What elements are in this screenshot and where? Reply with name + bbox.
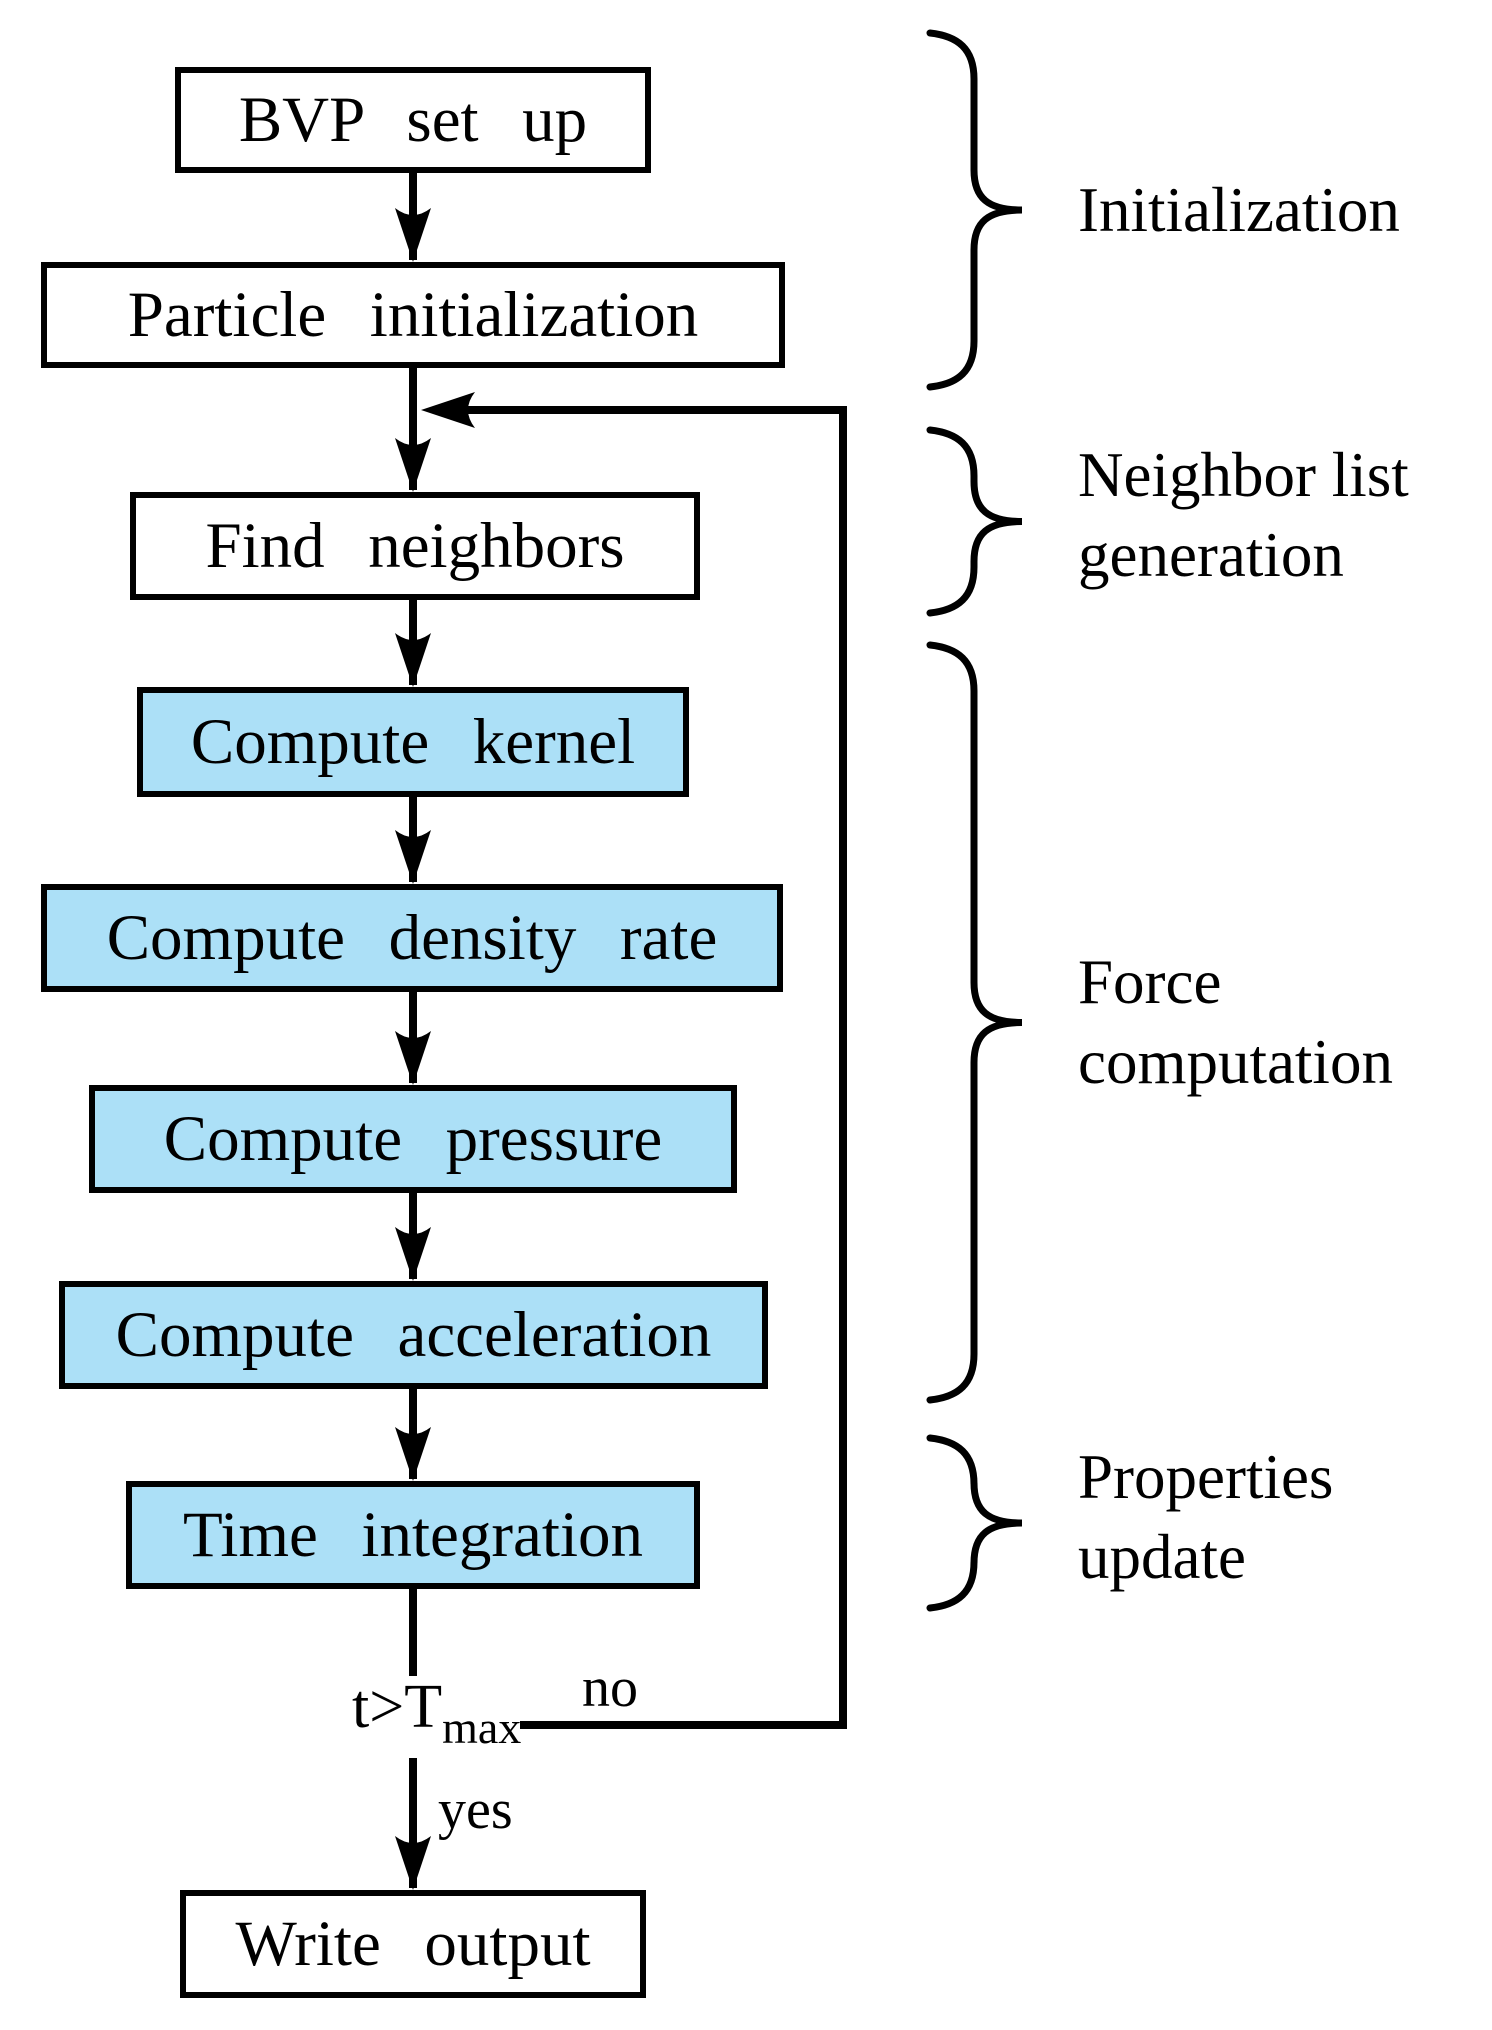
- stage-label-force-computation: Force computation: [1078, 942, 1393, 1102]
- node-compute-kernel: Compute kernel: [137, 687, 689, 797]
- stage-label-force-computation-line1: Force: [1078, 947, 1222, 1017]
- node-compute-acceleration-label: Compute acceleration: [115, 1298, 712, 1371]
- node-find-neighbors: Find neighbors: [130, 492, 700, 600]
- arrowhead-to-particle-init: [395, 208, 431, 262]
- brace-force-computation: [926, 641, 1023, 1404]
- stage-label-neighbor-list-generation: Neighbor list generation: [1078, 435, 1409, 595]
- node-find-neighbors-label: Find neighbors: [205, 509, 625, 582]
- arrowhead-to-acceleration: [395, 1227, 431, 1281]
- node-compute-kernel-label: Compute kernel: [190, 705, 636, 778]
- arrowhead-to-find-neighbors: [395, 438, 431, 492]
- node-particle-initialization: Particle initialization: [41, 262, 785, 368]
- brace-properties-update: [926, 1434, 1023, 1612]
- feedback-loop-line: [463, 406, 847, 1729]
- arrowhead-feedback-merge: [421, 392, 475, 428]
- node-compute-pressure: Compute pressure: [89, 1085, 737, 1193]
- stage-label-initialization-line1: Initialization: [1078, 175, 1400, 245]
- stage-label-initialization: Initialization: [1078, 170, 1400, 250]
- node-compute-acceleration: Compute acceleration: [59, 1281, 768, 1389]
- decision-condition: t>Tmax: [352, 1672, 521, 1754]
- stage-label-neighbor-list-line2: generation: [1078, 520, 1344, 590]
- node-write-output-label: Write output: [235, 1907, 591, 1980]
- arrowhead-to-pressure: [395, 1031, 431, 1085]
- stage-label-properties-update-line1: Properties: [1078, 1442, 1334, 1512]
- decision-subscript: max: [442, 1702, 522, 1753]
- brace-neighbor-list-generation: [926, 426, 1023, 617]
- stage-label-properties-update-line2: update: [1078, 1522, 1246, 1592]
- node-time-integration: Time integration: [126, 1481, 700, 1589]
- node-compute-pressure-label: Compute pressure: [163, 1102, 663, 1175]
- node-bvp-set-up-label: BVP set up: [238, 83, 588, 156]
- stage-label-neighbor-list-line1: Neighbor list: [1078, 440, 1409, 510]
- node-bvp-set-up: BVP set up: [175, 67, 651, 173]
- node-particle-initialization-label: Particle initialization: [127, 278, 699, 351]
- brace-initialization: [926, 29, 1023, 391]
- arrowhead-to-density-rate: [395, 830, 431, 884]
- node-time-integration-label: Time integration: [182, 1498, 644, 1571]
- arrowhead-to-time-integration: [395, 1427, 431, 1481]
- decision-expression: t>T: [352, 1673, 443, 1741]
- node-compute-density-rate-label: Compute density rate: [106, 901, 718, 974]
- arrowhead-to-compute-kernel: [395, 633, 431, 687]
- stage-label-properties-update: Properties update: [1078, 1437, 1333, 1597]
- node-compute-density-rate: Compute density rate: [41, 884, 783, 992]
- edge-label-no: no: [582, 1657, 638, 1719]
- stage-label-force-computation-line2: computation: [1078, 1027, 1393, 1097]
- node-write-output: Write output: [180, 1890, 646, 1998]
- edge-label-yes: yes: [438, 1779, 513, 1841]
- arrowhead-to-write-output: [395, 1836, 431, 1890]
